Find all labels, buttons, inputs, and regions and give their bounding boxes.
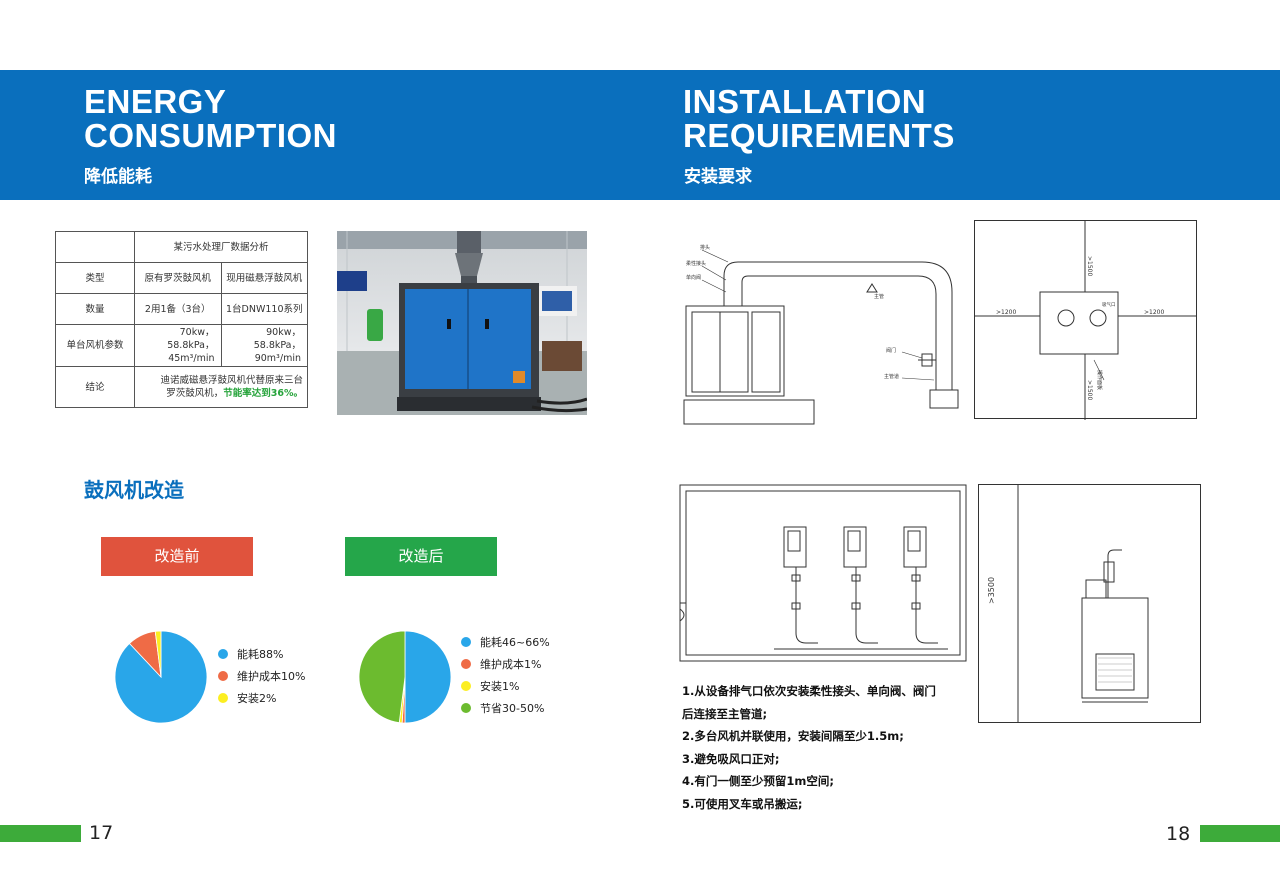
note-line: 后连接至主管道;	[682, 706, 768, 721]
data-table: 某污水处理厂数据分析 类型 原有罗茨鼓风机 现用磁悬浮鼓风机 数量 2用1备（3…	[55, 231, 308, 408]
right-title-line1: INSTALLATION	[683, 83, 927, 120]
table-cell: 现用磁悬浮鼓风机	[220, 262, 308, 294]
legend-after: 能耗46~66% 维护成本1% 安装1% 节省30-50%	[461, 631, 550, 719]
front-elevation-drawing: >3500	[978, 484, 1201, 723]
dimension-label: >1200	[1144, 309, 1164, 316]
table-cell: 90kw，58.8kPa， 90m³/min	[220, 324, 308, 367]
clearance-plan-drawing: >1500 >1200 >1200 >1500 操作面板 吸气口	[974, 220, 1197, 420]
right-title-line2: REQUIREMENTS	[683, 117, 955, 154]
table-cell: 70kw，58.8kPa， 45m³/min	[134, 324, 222, 367]
table-cell-line: 90kw，58.8kPa，	[253, 327, 301, 351]
dimension-label: >3500	[987, 577, 996, 604]
note-line: 1.从设备排气口依次安装柔性接头、单向阀、阀门	[682, 684, 936, 698]
table-row: 数量 2用1备（3台） 1台DNW110系列	[55, 293, 308, 325]
drawing-label: 主管道	[884, 373, 899, 380]
pie-chart-before	[114, 630, 208, 724]
header-banner	[0, 70, 1280, 200]
legend-swatch	[461, 659, 471, 669]
legend-swatch	[218, 671, 228, 681]
installation-notes: 1.从设备排气口依次安装柔性接头、单向阀、阀门 后连接至主管道; 2.多台风机并…	[682, 680, 936, 815]
legend-before: 能耗88% 维护成本10% 安装2%	[218, 643, 305, 709]
drawing-label: 吸气口	[1102, 301, 1116, 308]
left-title-line1: ENERGY	[84, 83, 227, 120]
left-subtitle: 降低能耗	[84, 167, 152, 187]
dimension-label: >1200	[996, 309, 1016, 316]
dimension-label: >1500	[1086, 256, 1093, 276]
legend-item: 维护成本10%	[218, 665, 305, 687]
after-label: 改造后	[345, 537, 497, 576]
blower-photo	[337, 231, 587, 415]
drawing-label: 主管	[874, 293, 884, 300]
legend-swatch	[461, 681, 471, 691]
room-layout-drawing	[679, 484, 967, 662]
drawing-label: 阀门	[886, 347, 896, 354]
table-row: 类型 原有罗茨鼓风机 现用磁悬浮鼓风机	[55, 262, 308, 294]
table-cell-line: 45m³/min	[168, 353, 215, 364]
pie-slice	[358, 630, 406, 724]
pie-slice	[404, 630, 452, 724]
legend-label: 节省30-50%	[480, 702, 545, 715]
conclusion-line: 迪诺威磁悬浮鼓风机代替原来三台	[160, 375, 303, 386]
page-number-right: 18	[1166, 823, 1191, 845]
legend-item: 节省30-50%	[461, 697, 550, 719]
note-line: 5.可使用叉车或吊搬运;	[682, 796, 803, 811]
conclusion-text: 罗茨鼓风机，	[166, 388, 224, 399]
table-cell: 数量	[55, 293, 135, 325]
table-row: 单台风机参数 70kw，58.8kPa， 45m³/min 90kw，58.8k…	[55, 324, 308, 367]
left-page-bar	[0, 825, 81, 842]
note-line: 3.避免吸风口正对;	[682, 751, 780, 766]
legend-item: 维护成本1%	[461, 653, 550, 675]
legend-label: 安装2%	[237, 692, 277, 705]
table-corner	[55, 231, 135, 263]
table-cell: 2用1备（3台）	[134, 293, 222, 325]
drawing-label: 单向阀	[686, 274, 701, 281]
piping-elevation-drawing: 排头 柔性接头 单向阀 主管 阀门 主管道	[683, 244, 959, 425]
drawing-label: 排头	[700, 244, 710, 251]
table-cell-line: 90m³/min	[254, 353, 301, 364]
table-cell: 1台DNW110系列	[220, 293, 308, 325]
table-caption: 某污水处理厂数据分析	[134, 231, 308, 263]
table-cell: 结论	[55, 366, 135, 408]
legend-swatch	[461, 637, 471, 647]
legend-swatch	[218, 693, 228, 703]
left-title-line2: CONSUMPTION	[84, 117, 337, 154]
right-subtitle: 安装要求	[684, 167, 752, 187]
table-cell-line: 70kw，58.8kPa，	[167, 327, 215, 351]
legend-swatch	[218, 649, 228, 659]
table-cell: 单台风机参数	[55, 324, 135, 367]
legend-swatch	[461, 703, 471, 713]
legend-item: 安装2%	[218, 687, 305, 709]
section-title: 鼓风机改造	[84, 478, 184, 502]
legend-label: 维护成本1%	[480, 658, 542, 671]
note-line: 4.有门一侧至少预留1m空间;	[682, 774, 834, 788]
legend-item: 能耗88%	[218, 643, 305, 665]
legend-label: 能耗46~66%	[480, 636, 550, 649]
table-cell: 类型	[55, 262, 135, 294]
pie-chart-after	[358, 630, 452, 724]
legend-label: 安装1%	[480, 680, 520, 693]
table-cell: 迪诺威磁悬浮鼓风机代替原来三台 罗茨鼓风机，节能率达到36%。	[134, 366, 308, 408]
legend-item: 能耗46~66%	[461, 631, 550, 653]
dimension-label: >1500	[1086, 380, 1093, 400]
legend-label: 能耗88%	[237, 648, 284, 661]
note-line: 2.多台风机并联使用，安装间隔至少1.5m;	[682, 729, 904, 743]
table-cell: 原有罗茨鼓风机	[134, 262, 222, 294]
legend-item: 安装1%	[461, 675, 550, 697]
conclusion-highlight: 节能率达到36%。	[223, 388, 303, 399]
table-row: 结论 迪诺威磁悬浮鼓风机代替原来三台 罗茨鼓风机，节能率达到36%。	[55, 366, 308, 408]
drawing-label: 柔性接头	[686, 260, 706, 267]
legend-label: 维护成本10%	[237, 670, 306, 683]
pie-slice	[154, 630, 162, 678]
drawing-label: 操作面板	[1096, 370, 1103, 390]
before-label: 改造前	[101, 537, 253, 576]
page-number-left: 17	[89, 822, 114, 844]
right-page-bar	[1200, 825, 1280, 842]
